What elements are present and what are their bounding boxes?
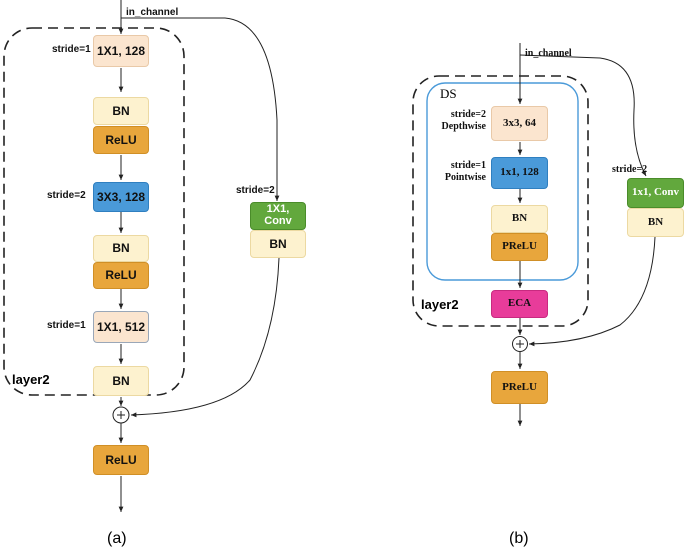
depthwise-conv-block: 3x3, 64 — [491, 106, 548, 141]
shortcut-stride-label-b: stride=2 — [612, 164, 648, 175]
input-label-a: in_channel — [126, 7, 179, 18]
shortcut-return-b — [528, 236, 656, 347]
output-prelu-block: PReLU — [491, 371, 548, 404]
input-label-b: in_channel — [525, 48, 572, 59]
shortcut-bn-block-b: BN — [627, 208, 684, 237]
shortcut-path-a — [121, 17, 280, 201]
layer2-boundary-b — [412, 75, 589, 327]
pointwise-conv-block: 1x1, 128 — [491, 157, 548, 189]
conv1-1x1-block: 1X1, 128 — [93, 35, 149, 67]
bn-block-b: BN — [491, 205, 548, 233]
pw-stride-label: stride=1 Pointwise — [444, 160, 486, 183]
conv3-1x1-block: 1X1, 512 — [93, 311, 149, 343]
shortcut-return-a — [130, 257, 280, 418]
relu2-block: ReLU — [93, 262, 149, 289]
dw-stride-label: stride=2 Depthwise — [441, 109, 486, 132]
ds-label: DS — [440, 86, 457, 101]
shortcut-conv-block-b: 1x1, Conv — [627, 178, 684, 208]
caption-a: (a) — [107, 530, 127, 547]
conv2-3x3-block: 3X3, 128 — [93, 182, 149, 212]
layer2-label-b: layer2 — [421, 297, 459, 312]
layer2-label-a: layer2 — [12, 372, 50, 387]
output-relu-block: ReLU — [93, 445, 149, 475]
conv2-stride-label: stride=2 — [47, 190, 86, 201]
conv3-stride-label: stride=1 — [47, 320, 86, 331]
bn3-block: BN — [93, 366, 149, 396]
bn1-block: BN — [93, 97, 149, 125]
eca-block: ECA — [491, 290, 548, 318]
prelu-block-b: PReLU — [491, 233, 548, 261]
caption-b: (b) — [509, 530, 529, 547]
conv1-stride-label: stride=1 — [52, 44, 91, 55]
shortcut-bn-block-a: BN — [250, 230, 306, 258]
shortcut-stride-label-a: stride=2 — [236, 185, 275, 196]
bn2-block: BN — [93, 235, 149, 262]
shortcut-conv-block-a: 1X1, Conv — [250, 202, 306, 230]
diagram-b-lines — [412, 43, 656, 426]
relu1-block: ReLU — [93, 126, 149, 154]
shortcut-path-b — [519, 54, 647, 177]
ds-boundary — [426, 82, 579, 281]
